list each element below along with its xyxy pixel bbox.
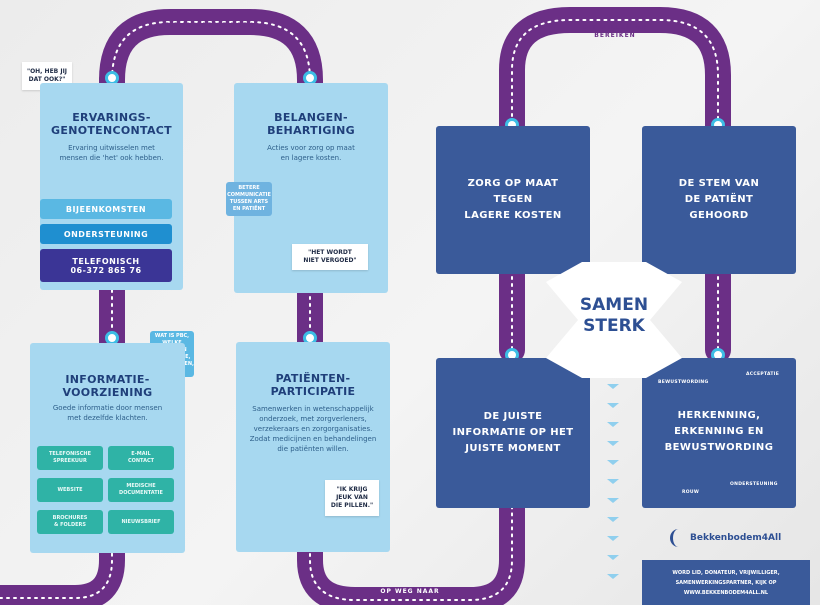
goal-word: ACCEPTATIE [746,372,780,377]
chevron-down-icon [607,384,619,389]
quote-bubble-top-left: "OH, HEB JIJ DAT OOK?" [22,62,72,90]
card-patientenparticipatie: PATIËNTEN- PARTICIPATIE Samenwerken in w… [236,342,390,552]
card-body: Samenwerken in wetenschappelijk onderzoe… [249,405,377,453]
goal-card-herkenning: HERKENNING, ERKENNING EN BEWUSTWORDING B… [642,358,796,508]
pill-ondersteuning[interactable]: ONDERSTEUNING [40,224,172,244]
quote-bubble-jeuk: "IK KRIJG JEUK VAN DIE PILLEN." [325,480,379,516]
card-body: Goede informatie door mensen met dezelfd… [52,404,163,422]
goal-word: BEWUSTWORDING [658,380,709,385]
card-title: PATIËNTEN- PARTICIPATIE [270,372,356,398]
chevron-down-icon [607,536,619,541]
road-label-top-right: DIT WILLEN WE BEREIKEN [582,24,648,39]
tag-email-contact[interactable]: E-MAIL CONTACT [108,446,174,470]
center-diamond [546,262,682,378]
logo-mark-icon [670,529,687,547]
chevron-down-icon [607,403,619,408]
chevron-down-icon [607,460,619,465]
chevron-down-icon [607,574,619,579]
tag-brochures[interactable]: BROCHURES & FOLDERS [37,510,103,534]
card-body: Acties voor zorg op maat en lagere koste… [267,144,355,162]
tag-nieuwsbrief[interactable]: NIEUWSBRIEF [108,510,174,534]
goal-card-juiste-informatie: DE JUISTE INFORMATIE OP HET JUISTE MOMEN… [436,358,590,508]
chevron-down-icon [607,441,619,446]
card-title: ERVARINGS- GENOTENCONTACT [51,111,172,137]
chevron-down-icon [607,555,619,560]
logo-text: Bekkenbodem4All [690,533,782,543]
chevron-down-icon [607,479,619,484]
goal-word: ONDERSTEUNING [730,482,778,487]
chevron-down-icon [607,498,619,503]
goal-card-stem-van-patient: DE STEM VAN DE PATIËNT GEHOORD [642,126,796,274]
card-body: Ervaring uitwisselen met mensen die 'het… [59,144,164,162]
tag-website[interactable]: WEBSITE [37,478,103,502]
logo: Bekkenbodem4All [670,526,790,550]
card-informatievoorziening: INFORMATIE- VOORZIENING Goede informatie… [30,343,185,553]
goal-card-title: DE STEM VAN DE PATIËNT GEHOORD [678,178,760,221]
side-card-communicatie: BETERE COMMUNICATIE TUSSEN ARTS EN PATIË… [226,182,272,216]
goal-card-title: HERKENNING, ERKENNING EN BEWUSTWORDING [664,410,774,453]
pill-telefonisch[interactable]: TELEFONISCH 06-372 865 76 [40,249,172,282]
bottom-note: WORD LID, DONATEUR, VRIJWILLIGER, SAMENW… [642,560,810,605]
tag-telefonische-spreekuur[interactable]: TELEFONISCHE SPREEKUUR [37,446,103,470]
road-label-top-left: DIT IS WAT WE DOEN [165,22,254,29]
road-label-bottom: OP WEG NAAR [380,588,440,595]
tag-medische-documentatie[interactable]: MEDISCHE DOCUMENTATIE [108,478,174,502]
goal-card-title: ZORG OP MAAT TEGEN LAGERE KOSTEN [464,178,562,221]
goal-word: ROUW [682,490,700,495]
chevron-down-icon [607,517,619,522]
goal-card-title: DE JUISTE INFORMATIE OP HET JUISTE MOMEN… [452,411,574,454]
card-title: INFORMATIE- VOORZIENING [62,373,153,399]
goal-card-zorg-op-maat: ZORG OP MAAT TEGEN LAGERE KOSTEN [436,126,590,274]
card-title: BELANGEN- BEHARTIGING [267,111,355,137]
card-ervaringsgenotencontact: ERVARINGS- GENOTENCONTACT Ervaring uitwi… [40,83,183,290]
quote-bubble-vergoed: "HET WORDT NIET VERGOED" [292,244,368,270]
pill-bijeenkomsten[interactable]: BIJEENKOMSTEN [40,199,172,219]
chevron-down-icon [607,422,619,427]
center-label: SAMEN STERK [579,295,649,336]
